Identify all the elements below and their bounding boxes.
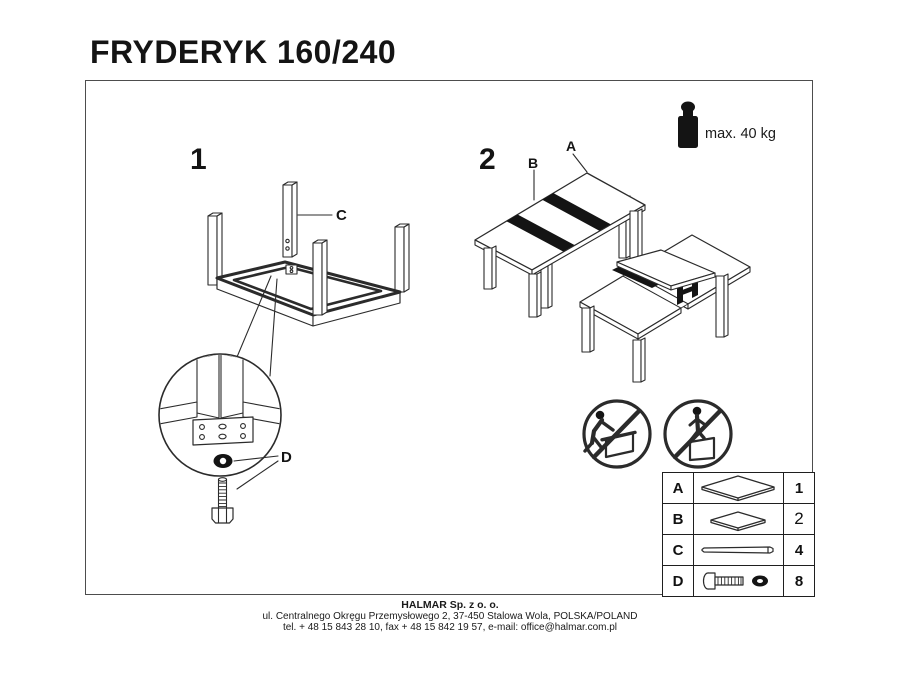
parts-list-table: A 1 B 2 C bbox=[662, 472, 815, 597]
table-leg bbox=[581, 305, 595, 353]
callout-line bbox=[269, 278, 278, 377]
washer bbox=[213, 454, 233, 468]
label-c: C bbox=[336, 207, 347, 224]
callout-line bbox=[236, 275, 272, 358]
bolt-and-washer-icon bbox=[693, 565, 784, 597]
corner-mounting-plate bbox=[285, 264, 298, 275]
bolt bbox=[211, 477, 234, 524]
table-leg bbox=[632, 337, 646, 383]
extension-leaf bbox=[616, 249, 716, 291]
detached-leg-c bbox=[282, 181, 333, 258]
slide-rail bbox=[612, 265, 662, 288]
part-qty: 4 bbox=[783, 534, 815, 566]
leader-line-a bbox=[572, 153, 588, 173]
extension-leaf-panel-icon bbox=[693, 503, 784, 535]
table-leg bbox=[528, 271, 542, 318]
table-leg bbox=[394, 223, 410, 293]
table-leg-icon bbox=[693, 534, 784, 566]
leader-line-d bbox=[233, 455, 279, 462]
table-top-panel-icon bbox=[693, 472, 784, 504]
footer-company: HALMAR Sp. z o. o. bbox=[401, 599, 499, 611]
part-qty: 1 bbox=[783, 472, 815, 504]
table-leg bbox=[207, 212, 223, 286]
magnified-corner-detail bbox=[158, 353, 282, 477]
extension-gap bbox=[506, 214, 575, 252]
step2-number: 2 bbox=[479, 143, 496, 176]
mounting-plate bbox=[192, 416, 254, 446]
no-standing-on-table-icon bbox=[663, 399, 733, 469]
step2-extended-table bbox=[474, 153, 646, 318]
table-leg bbox=[715, 273, 729, 338]
weight-icon bbox=[678, 101, 698, 148]
label-b: B bbox=[528, 155, 539, 171]
table-leg bbox=[483, 245, 497, 290]
step2-table-mid-extension bbox=[579, 234, 751, 383]
table-row: B 2 bbox=[662, 503, 815, 535]
label-a: A bbox=[566, 138, 577, 154]
table-row: A 1 bbox=[662, 472, 815, 504]
page-title: FRYDERYK 160/240 bbox=[90, 34, 397, 70]
footer-contact: tel. + 48 15 843 28 10, fax + 48 15 842 … bbox=[282, 622, 618, 633]
part-qty: 8 bbox=[783, 565, 815, 597]
leader-line-d bbox=[236, 460, 279, 490]
part-letter: C bbox=[662, 534, 694, 566]
table-leg bbox=[629, 208, 643, 271]
weight-limit-text: max. 40 kg bbox=[705, 126, 776, 142]
diagram-frame bbox=[85, 80, 813, 595]
part-letter: D bbox=[662, 565, 694, 597]
no-climbing-on-table-icon bbox=[582, 399, 652, 469]
table-row: D 8 bbox=[662, 565, 815, 597]
step1-upside-down-table bbox=[158, 181, 410, 524]
part-qty: 2 bbox=[783, 503, 815, 535]
footer-address: ul. Centralnego Okręgu Przemysłowego 2, … bbox=[262, 611, 638, 622]
table-apron-frame bbox=[215, 260, 402, 327]
label-d: D bbox=[281, 449, 292, 466]
extension-gap bbox=[542, 193, 612, 231]
part-letter: B bbox=[662, 503, 694, 535]
assembly-diagram bbox=[158, 101, 751, 524]
part-letter: A bbox=[662, 472, 694, 504]
table-leg bbox=[312, 239, 328, 316]
step1-number: 1 bbox=[190, 143, 207, 176]
table-row: C 4 bbox=[662, 534, 815, 566]
